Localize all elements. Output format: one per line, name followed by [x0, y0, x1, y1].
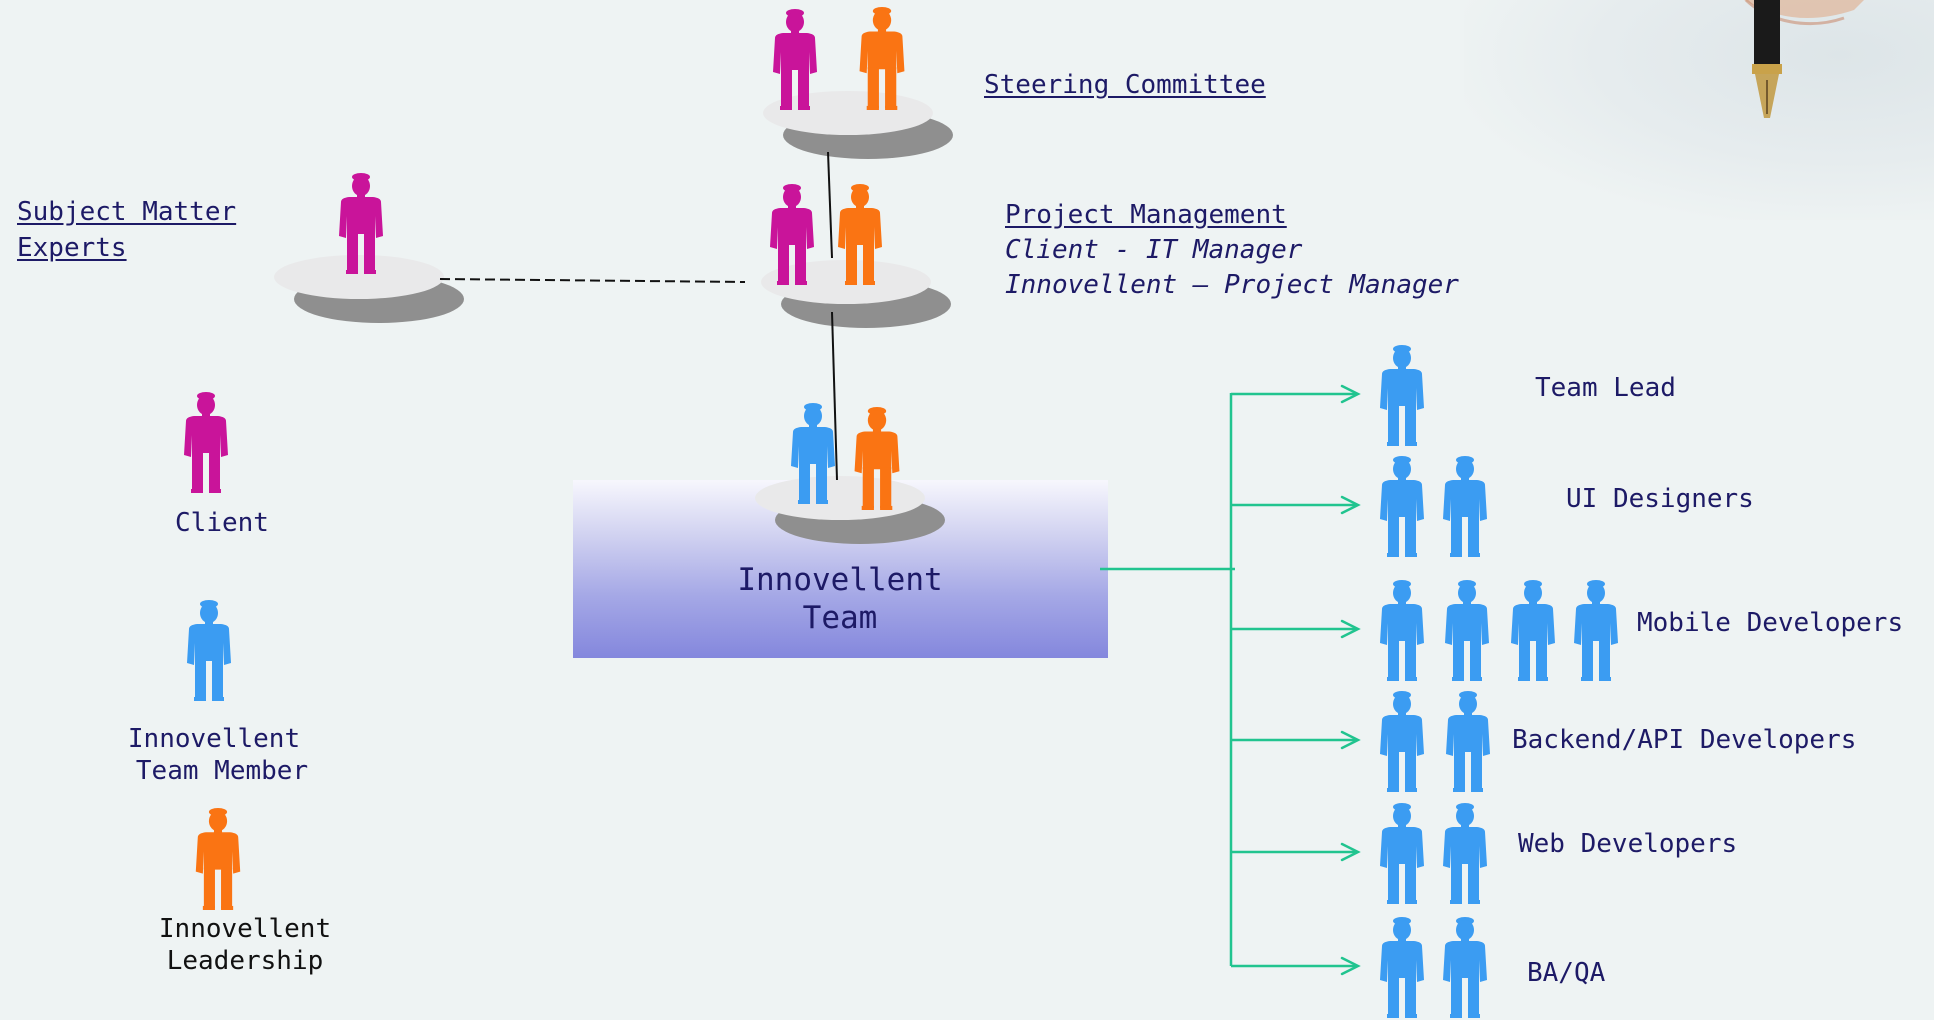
subject-matter-experts-label-line1: Subject Matter — [17, 197, 237, 227]
web-developers-arrow-right-icon — [1340, 842, 1361, 862]
steering-client-person-icon — [773, 9, 817, 110]
sme-client-person-icon — [339, 173, 383, 274]
pm-leadership-person-icon — [838, 184, 882, 285]
role-team-lead-label: Team Lead — [1535, 373, 1676, 403]
steering-committee-label: Steering Committee — [984, 70, 1266, 100]
role-backend-developers-label: Backend/API Developers — [1512, 725, 1857, 755]
project-management-innovellent-role: Innovellent – Project Manager — [1005, 270, 1459, 300]
role-mobile-developers-label: Mobile Developers — [1637, 608, 1904, 638]
ba-qa-arrow-right-icon — [1340, 956, 1361, 976]
backend-developers-person-1-icon — [1380, 691, 1424, 792]
project-management-title: Project Management — [1005, 200, 1287, 230]
steering-leadership-person-icon — [859, 6, 905, 110]
role-ui-designers-label: UI Designers — [1566, 484, 1754, 514]
role-ba-qa-label: BA/QA — [1527, 958, 1606, 988]
team-box-title-line1: Innovellent — [737, 562, 943, 598]
sme-to-pm-dashed-line — [439, 278, 746, 283]
legend-client-person-icon — [184, 392, 228, 493]
team-lead-person-1-icon — [1380, 345, 1424, 446]
legend-leadership-label-line1: Innovellent — [158, 914, 332, 944]
legend-client-label: Client — [175, 508, 269, 538]
role-web-developers-label: Web Developers — [1518, 829, 1738, 859]
mobile-developers-person-1-icon — [1380, 580, 1424, 681]
pm-to-team-line — [831, 311, 838, 481]
project-management-client-role: Client - IT Manager — [1005, 235, 1303, 265]
ba-qa-person-2-icon — [1443, 917, 1487, 1018]
subject-matter-experts-label-line2: Experts — [17, 233, 127, 263]
innovellent-team-platform — [755, 476, 945, 544]
paper-background — [1464, 0, 1934, 220]
backend-developers-arrow-right-icon — [1340, 730, 1361, 750]
web-developers-person-1-icon — [1380, 803, 1424, 904]
web-developers-person-2-icon — [1443, 803, 1487, 904]
backend-developers-person-2-icon — [1446, 691, 1490, 792]
team-box-title-line2: Team — [802, 600, 878, 636]
legend-member-label-line1: Innovellent — [127, 724, 301, 754]
mobile-developers-person-2-icon — [1445, 580, 1489, 681]
ui-designers-person-2-icon — [1443, 456, 1487, 557]
pen-illustration — [1744, 0, 1864, 118]
team-lead-arrow-right-icon — [1340, 384, 1361, 404]
steering-to-pm-line — [827, 151, 833, 259]
ba-qa-person-1-icon — [1380, 917, 1424, 1018]
ui-designers-arrow-right-icon — [1340, 495, 1361, 515]
legend-member-person-icon — [187, 600, 231, 701]
legend-leadership-label-line2: Leadership — [166, 946, 324, 976]
legend-member-label-line2: Team Member — [135, 756, 309, 786]
mobile-developers-person-3-icon — [1511, 580, 1555, 681]
legend-leadership-person-icon — [195, 807, 241, 910]
subject-matter-experts-platform — [274, 255, 464, 323]
team-member-person-icon — [791, 403, 835, 504]
pm-client-person-icon — [770, 184, 814, 285]
mobile-developers-person-4-icon — [1574, 580, 1618, 681]
mobile-developers-arrow-right-icon — [1340, 619, 1361, 639]
team-leadership-person-icon — [854, 406, 900, 510]
ui-designers-person-1-icon — [1380, 456, 1424, 557]
